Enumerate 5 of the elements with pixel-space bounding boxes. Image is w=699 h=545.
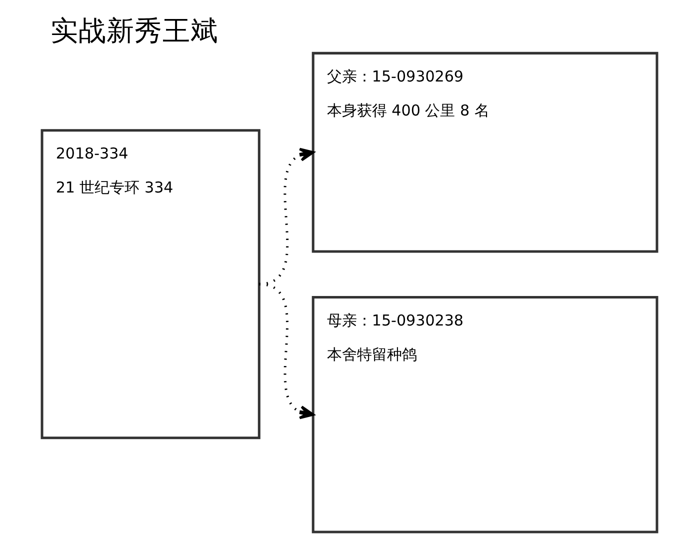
diagram-title: 实战新秀王斌 (50, 14, 218, 48)
node-box: 母亲：15-0930238 本舍特留种鸽 (312, 296, 658, 534)
arrow (258, 282, 314, 420)
node-box: 2018-334 21 世纪专环 334 (40, 129, 260, 440)
node-box: 父亲：15-0930269 本身获得 400 公里 8 名 (312, 52, 658, 253)
